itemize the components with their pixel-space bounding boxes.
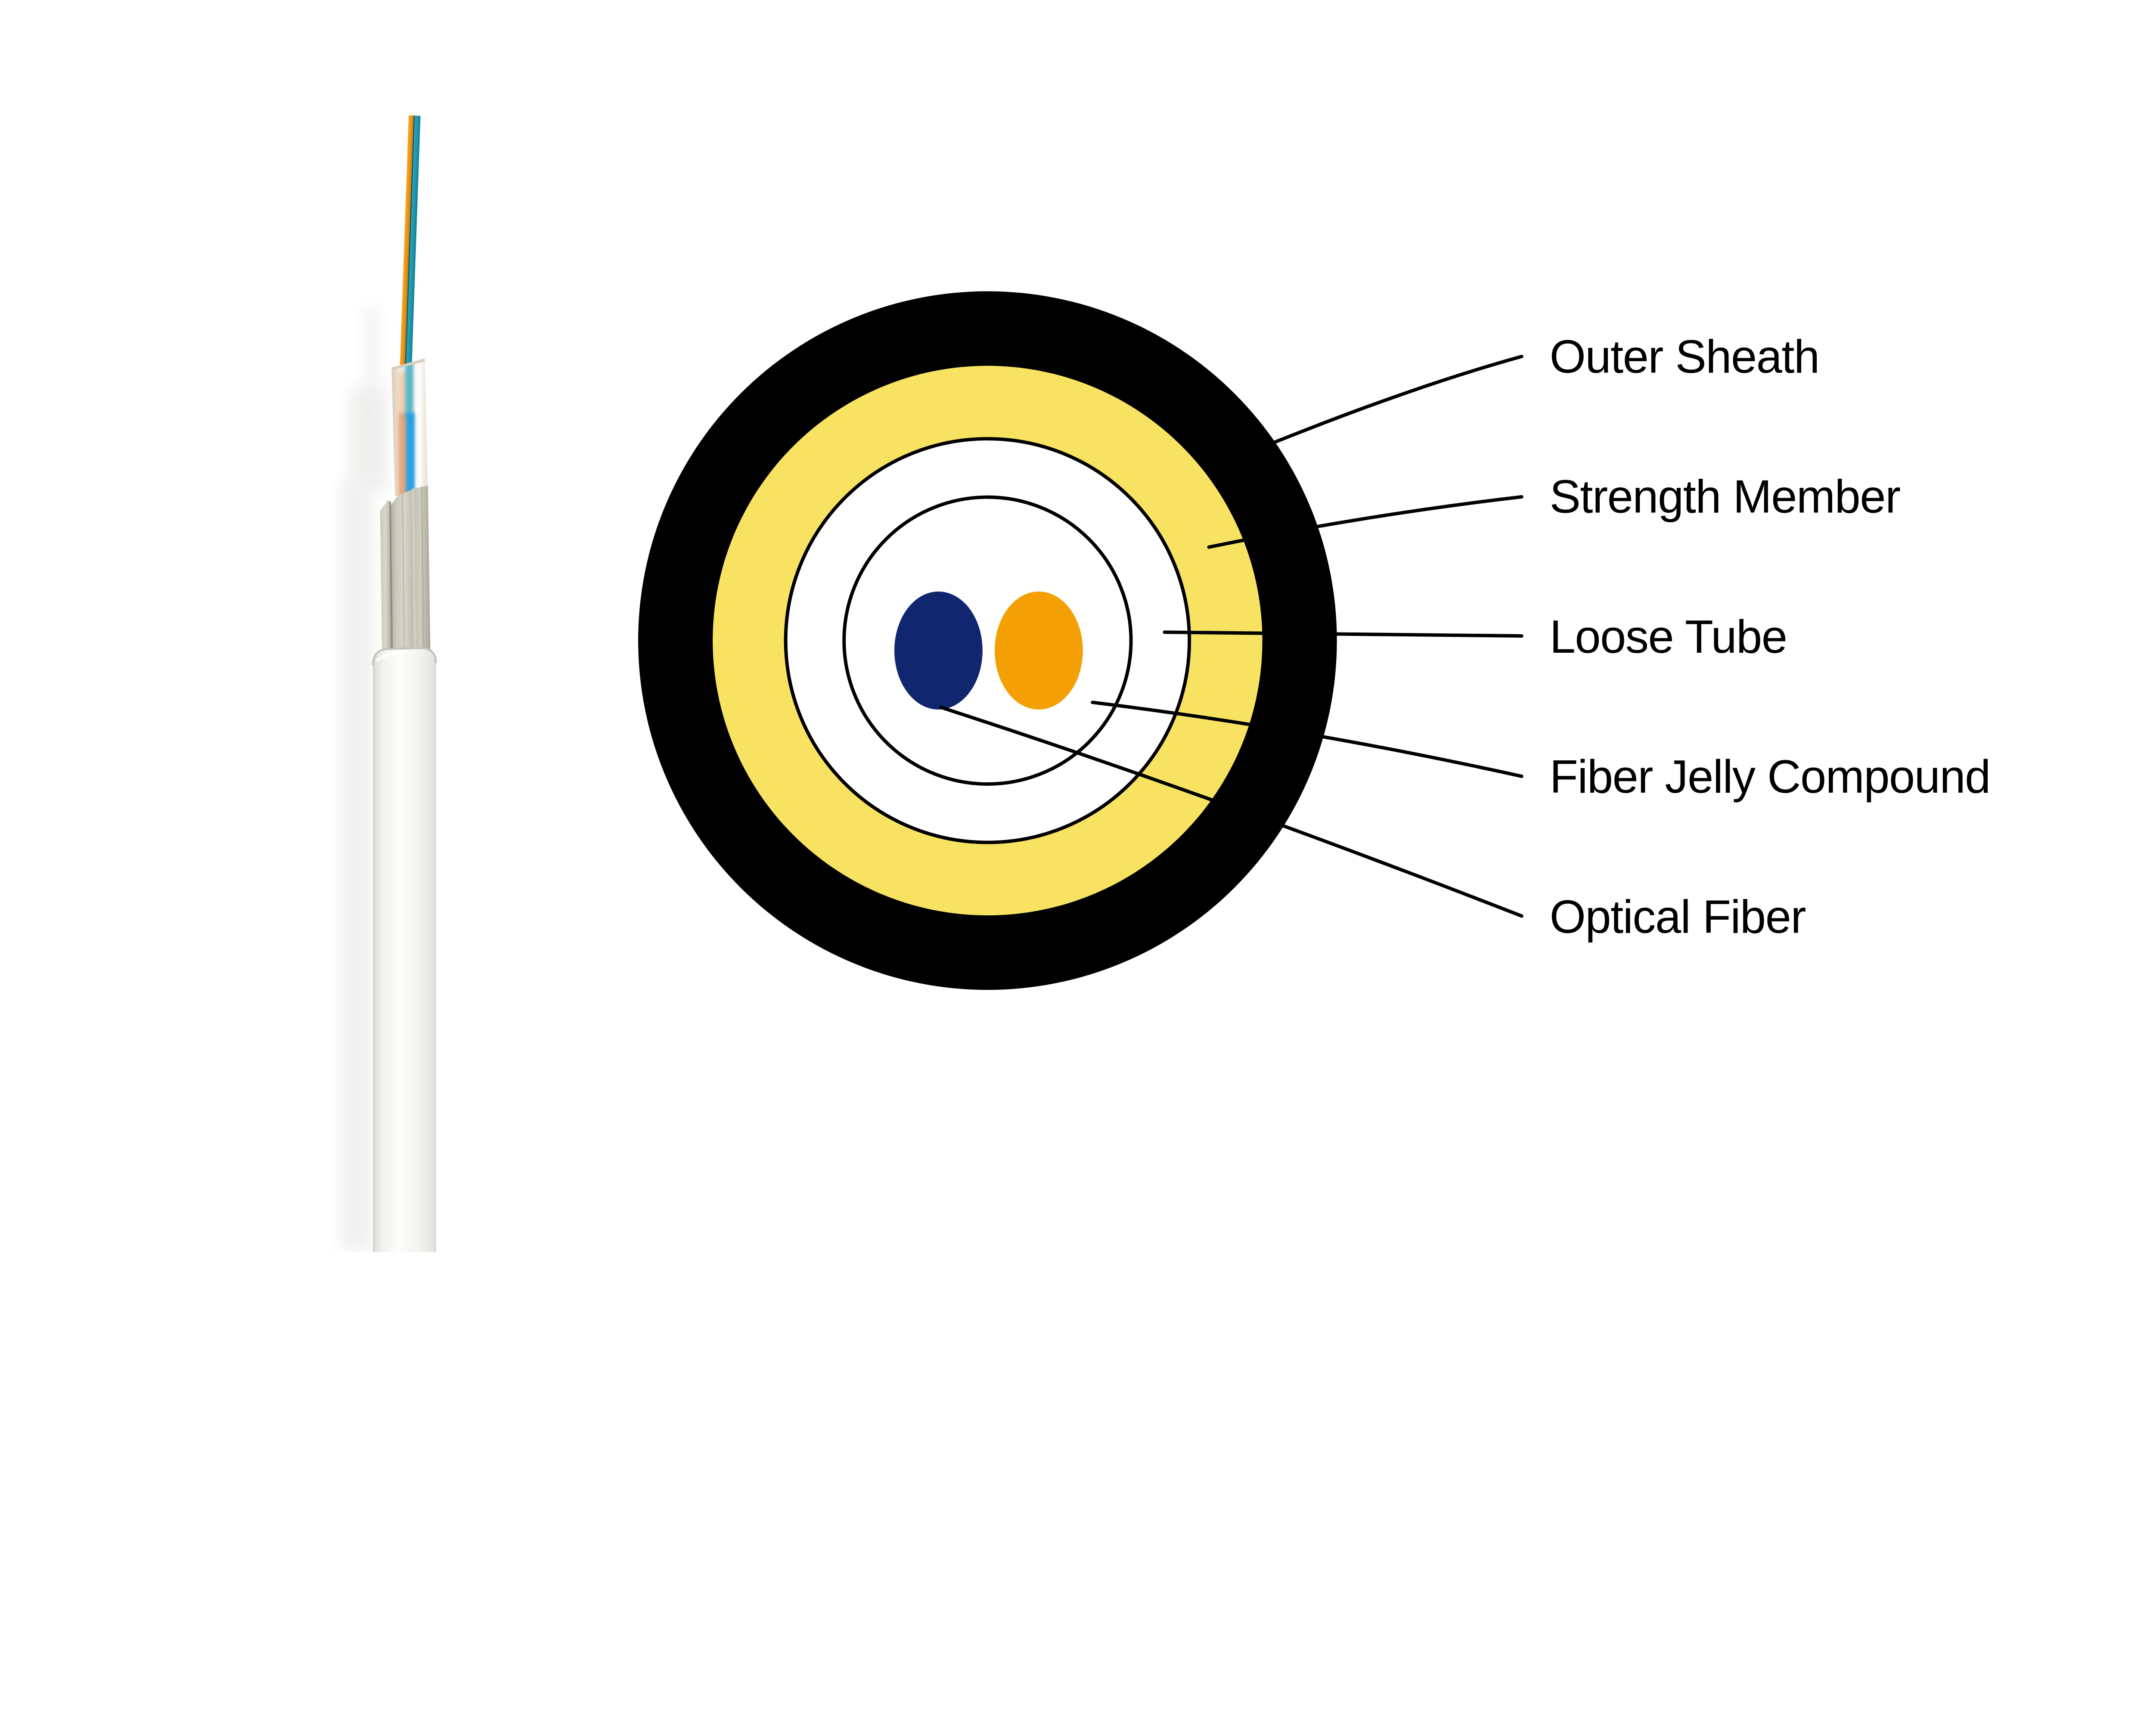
jacket-collar-rim [372,647,437,665]
diagram-labels: Outer Sheath Strength Member Loose Tube … [1550,330,1991,942]
leader-line-outer-sheath [1268,354,1523,446]
bare-fibers [400,115,421,367]
loose-tube-wall-circle [842,495,1133,786]
leader-line-fiber-jelly [1091,701,1523,778]
label-strength-member: Strength Member [1550,471,1900,523]
label-loose-tube: Loose Tube [1550,611,1787,663]
tube-teal-streak [405,361,413,417]
strand-striation-light [412,488,416,651]
strand-striation [402,492,405,651]
strand-seam [389,501,393,652]
leader-lines [939,354,1523,918]
cable-shadow [339,308,388,1252]
loose-tube-outer-circle [784,437,1191,844]
fiber-seam [405,115,415,367]
tube-top-rim [391,358,425,370]
leader-line-strength-member [1207,495,1523,549]
optical-fiber-blue-dot [894,591,983,710]
strength-strand-bundle [380,485,431,652]
teal-fiber-strand [406,115,421,367]
cross-section-diagram [638,291,1337,990]
label-optical-fiber: Optical Fiber [1550,890,1806,942]
label-outer-sheath: Outer Sheath [1550,330,1819,382]
optical-fiber-orange-dot [994,591,1083,710]
loose-tube-segment [391,358,428,496]
diagram-canvas: Outer Sheath Strength Member Loose Tube … [339,115,1991,1252]
leader-line-optical-fiber [939,705,1523,918]
jacket-collar-highlight [375,650,407,662]
leader-line-loose-tube [1163,630,1523,638]
tube-blue-streak [406,413,416,494]
cable-jacket [372,647,437,1252]
strand-striation [421,486,425,651]
main-strand [391,485,431,652]
left-strand [380,499,391,652]
cable-photo [339,115,437,1252]
fiber-cable-diagram-page: Outer Sheath Strength Member Loose Tube … [339,115,1991,1252]
label-fiber-jelly-compound: Fiber Jelly Compound [1550,750,1990,803]
tube-highlight [416,362,420,496]
tube-left-shade [391,362,395,496]
orange-fiber-strand [400,115,414,367]
